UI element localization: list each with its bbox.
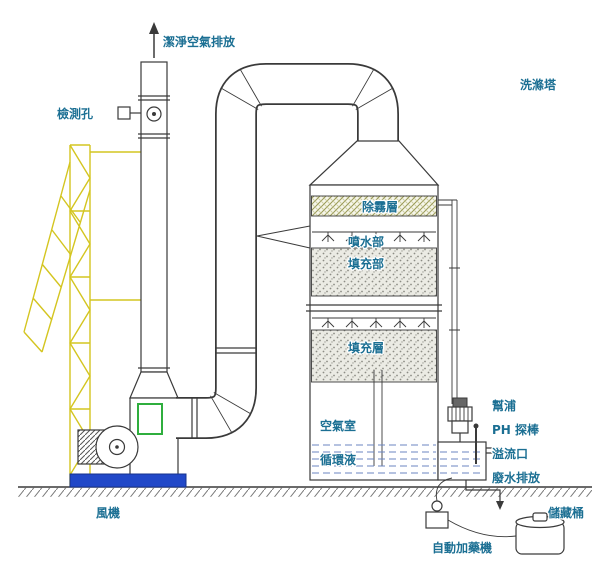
- dosing-machine-body: [425, 511, 449, 529]
- label-wastewater-discharge: 廢水排放: [492, 470, 541, 485]
- label-packing-layer: 填充層: [348, 340, 384, 355]
- duct-interior: [176, 64, 398, 438]
- ph-probe-head: [473, 423, 479, 429]
- pump-motor-cap: [452, 397, 468, 408]
- dosing-machine-head: [431, 500, 443, 512]
- stack-body: [140, 61, 168, 373]
- ground: [18, 486, 592, 497]
- duct-support-bracket: [256, 225, 311, 249]
- labels: 潔淨空氣排放 檢測孔 洗滌塔 除霧層 噴水部 填充部 填充層 空氣室 循環液 幫…: [56, 33, 586, 557]
- sump-tank: [437, 423, 487, 481]
- sump-liquid: [312, 444, 436, 474]
- damper-box: [137, 403, 163, 435]
- duct-flanges: [191, 347, 257, 439]
- dosing-machine-assembly: [425, 477, 517, 538]
- lattice-strut-rails: [23, 161, 91, 353]
- storage-tank-assembly: [515, 512, 565, 555]
- storage-tank-cap: [532, 512, 548, 522]
- support-grid: [306, 304, 442, 312]
- recirculation-pipe: [438, 199, 460, 404]
- fan-assembly: [69, 425, 187, 488]
- pump-assembly: [447, 397, 473, 442]
- stack-transition: [129, 371, 179, 399]
- packing-band-1: [311, 247, 437, 297]
- exhaust-stack: [117, 22, 179, 477]
- pump-motor-fins: [451, 407, 469, 421]
- lattice-strut-ties: [32, 195, 81, 321]
- scrubber-tower-assembly: [306, 140, 442, 481]
- label-air-chamber: 空氣室: [320, 418, 356, 433]
- label-clean-air: 潔淨空氣排放: [163, 34, 236, 49]
- fan-base: [69, 473, 187, 488]
- drain-arrow-head: [496, 501, 504, 510]
- label-storage-tank: 儲藏桶: [548, 505, 584, 520]
- overflow-stub: [486, 447, 500, 454]
- label-inspection-hole: 檢測孔: [57, 106, 93, 121]
- label-ph-probe: PH 探棒: [492, 422, 540, 437]
- inspection-valve-box: [117, 106, 131, 120]
- inspection-port-dot: [152, 112, 156, 116]
- lattice-rungs: [70, 210, 90, 476]
- clean-air-arrow-head: [149, 22, 159, 34]
- overflow-drain: [465, 447, 504, 510]
- duct-bend: [176, 63, 399, 439]
- pump-volute: [451, 420, 469, 434]
- label-demister: 除霧層: [362, 199, 398, 214]
- dosing-suction-tube: [447, 519, 517, 538]
- dosing-discharge-tube: [435, 477, 453, 502]
- support-lattice: [23, 144, 141, 486]
- label-auto-dosing-machine: 自動加藥機: [432, 540, 492, 555]
- lattice-stack-ties: [90, 151, 141, 301]
- lattice-rails: [69, 144, 91, 486]
- label-pump: 幫浦: [492, 398, 516, 413]
- ground-hatch: [18, 487, 592, 497]
- label-fan: 風機: [96, 505, 120, 520]
- label-spray-section: 噴水部: [348, 234, 384, 249]
- stack-flanges: [138, 95, 170, 369]
- label-packing-section: 填充部: [348, 256, 384, 271]
- drain-pipe: [465, 480, 501, 502]
- tower-cone: [308, 140, 440, 186]
- dip-pipe: [373, 370, 383, 466]
- fan-shaft-dot: [115, 445, 119, 449]
- sump-tank-body: [437, 441, 487, 481]
- label-circulating-liquid: 循環液: [320, 452, 356, 467]
- label-scrubber-tower: 洗滌塔: [520, 77, 557, 92]
- label-overflow-port: 溢流口: [492, 446, 528, 461]
- lattice-zigzag: [69, 144, 91, 476]
- demister-band: [311, 195, 437, 217]
- duct-segment-lines: [210, 69, 393, 433]
